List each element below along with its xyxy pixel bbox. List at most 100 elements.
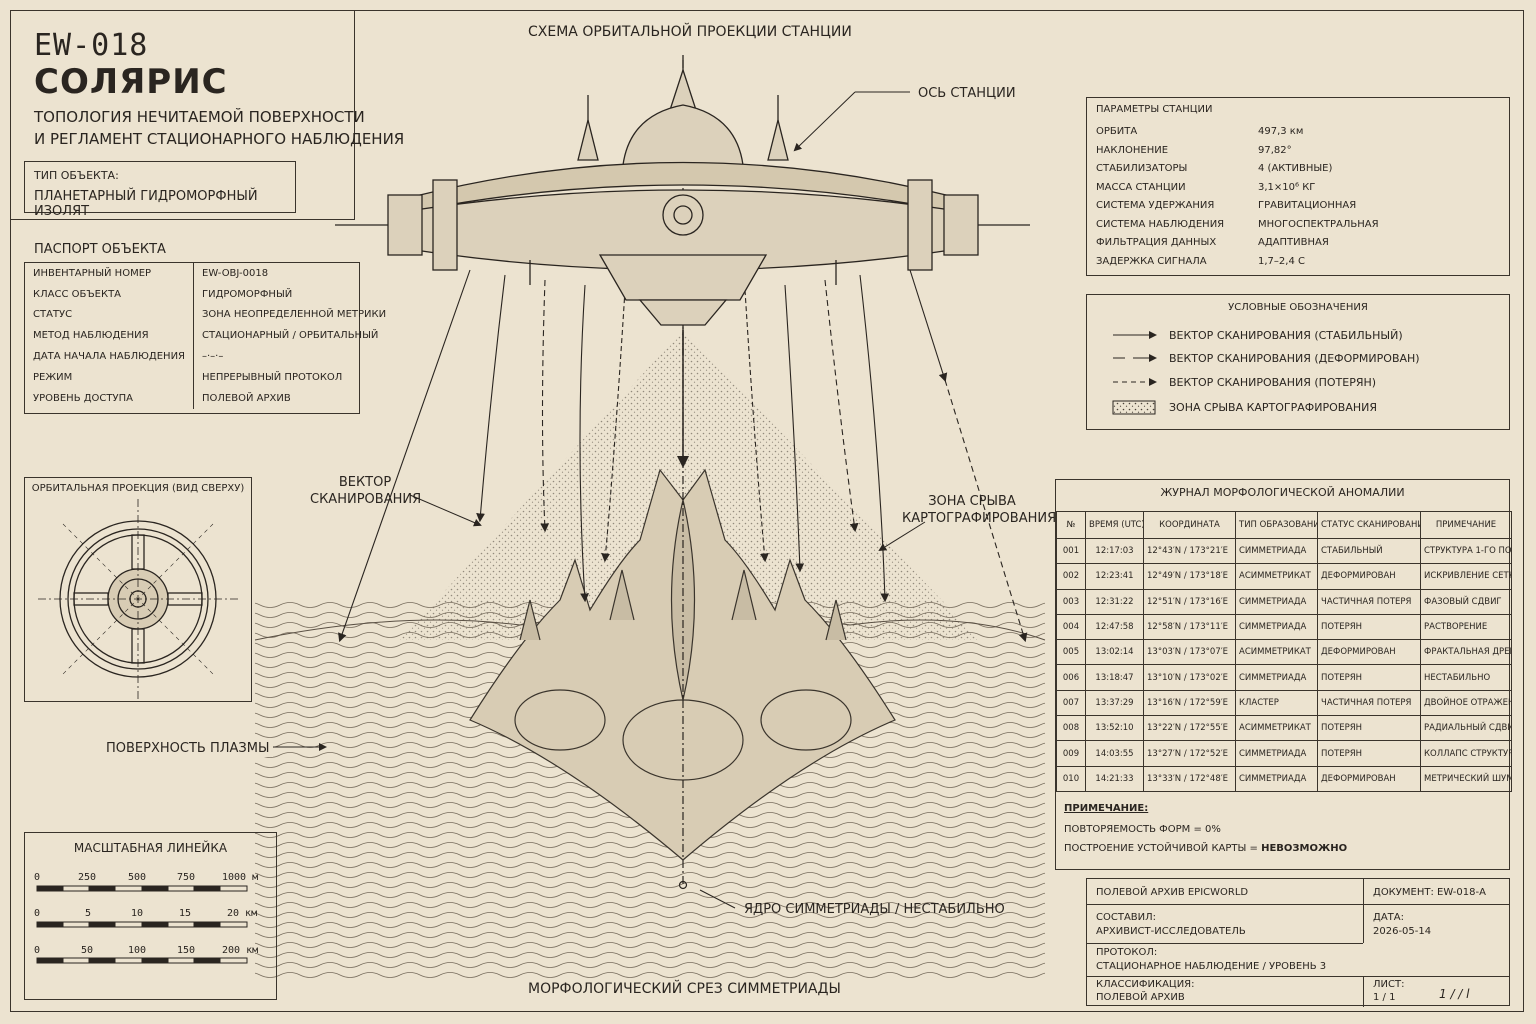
station-parameters-title: ПАРАМЕТРЫ СТАНЦИИ [1096,104,1213,115]
table-cell: 010 [1056,765,1086,792]
scale-ruler-box: МАСШТАБНАЯ ЛИНЕЙКА [24,832,277,1000]
table-cell: 12°43′N / 173°21′E [1143,537,1236,565]
diagram-bottom-title: МОРФОЛОГИЧЕСКИЙ СРЕЗ СИММЕТРИАДЫ [528,981,841,997]
table-cell: ПОТЕРЯН [1317,740,1421,767]
subtitle-line-2: И РЕГЛАМЕНТ СТАЦИОНАРНОГО НАБЛЮДЕНИЯ [34,130,405,148]
scale-tick: 5 [85,908,92,919]
table-cell: ДЕФОРМИРОВАН [1317,563,1421,590]
callout-symmetriad-core: ЯДРО СИММЕТРИАДЫ / НЕСТАБИЛЬНО [744,902,1005,917]
param-value: 97,82° [1258,144,1292,156]
table-cell: СИММЕТРИАДА [1235,765,1318,792]
stamp-sheet-value: 1 / 1 [1373,992,1396,1003]
passport-key: ДАТА НАЧАЛА НАБЛЮДЕНИЯ [25,346,194,367]
table-cell: СИММЕТРИАДА [1235,664,1318,691]
column-header: КООРДИНАТА [1143,511,1236,539]
param-key: МАССА СТАНЦИИ [1096,181,1186,193]
table-cell: 13°16′N / 172°59′E [1143,689,1236,717]
table-cell: АСИММЕТРИКАТ [1235,563,1318,590]
table-cell: 13:18:47 [1085,664,1144,691]
table-cell: СТАБИЛЬНЫЙ [1317,537,1421,565]
table-cell: 004 [1056,613,1086,641]
stamp-date-value: 2026-05-14 [1373,926,1432,937]
table-cell: 13°10′N / 173°02′E [1143,664,1236,691]
table-header-row: № ВРЕМЯ (UTC) КООРДИНАТА ТИП ОБРАЗОВАНИЯ… [1056,511,1512,539]
table-cell: СИММЕТРИАДА [1235,588,1318,615]
table-row: РЕЖИМ НЕПРЕРЫВНЫЙ ПРОТОКОЛ [25,366,394,388]
scale-tick: 1000 м [222,872,259,883]
journal-note-1: ПОВТОРЯЕМОСТЬ ФОРМ = 0% [1064,824,1221,835]
scale-tick: 20 км [227,908,258,919]
param-value: 4 (АКТИВНЫЕ) [1258,163,1333,174]
stamp-date-label: ДАТА: [1373,912,1404,923]
stamp-author-value: АРХИВИСТ-ИССЛЕДОВАТЕЛЬ [1096,926,1246,937]
passport-value: НЕПРЕРЫВНЫЙ ПРОТОКОЛ [202,371,343,383]
table-cell: 005 [1056,639,1086,666]
table-cell: АСИММЕТРИКАТ [1235,639,1318,666]
scale-tick: 750 [177,872,196,883]
scale-tick: 500 [128,872,147,883]
table-cell: 008 [1056,715,1086,742]
table-cell: СИММЕТРИАДА [1235,537,1318,565]
scale-tick: 10 [131,908,144,919]
legend-item: ВЕКТОР СКАНИРОВАНИЯ (СТАБИЛЬНЫЙ) [1169,329,1403,342]
diagram-top-title: СХЕМА ОРБИТАЛЬНОЙ ПРОЕКЦИИ СТАНЦИИ [528,24,852,40]
table-cell: 12:47:58 [1085,613,1144,641]
column-header: ПРИМЕЧАНИЕ [1420,511,1512,539]
table-cell: ДВОЙНОЕ ОТРАЖЕНИЕ [1420,689,1512,717]
table-cell: 13:52:10 [1085,715,1144,742]
object-name: СОЛЯРИС [34,62,228,102]
passport-value: ЗОНА НЕОПРЕДЕЛЕННОЙ МЕТРИКИ [202,309,387,321]
table-cell: 14:21:33 [1085,765,1144,792]
journal-note-title: ПРИМЕЧАНИЕ: [1064,803,1149,814]
object-code: EW-018 [34,28,149,63]
callout-line: СКАНИРОВАНИЯ [310,492,422,507]
table-cell: ФАЗОВЫЙ СДВИГ [1420,588,1512,615]
scale-bars [36,885,248,964]
table-cell: 12°58′N / 173°11′E [1143,613,1236,641]
legend-item: ВЕКТОР СКАНИРОВАНИЯ (ДЕФОРМИРОВАН) [1169,352,1420,365]
passport-key: СТАТУС [25,304,194,326]
legend-symbols [1112,331,1155,415]
stamp-protocol-label: ПРОТОКОЛ: [1096,947,1158,958]
table-cell: ФРАКТАЛЬНАЯ ДРЕЙФ [1420,639,1512,666]
column-header: ТИП ОБРАЗОВАНИЯ [1235,511,1318,539]
passport-title: ПАСПОРТ ОБЪЕКТА [34,242,166,257]
passport-value: ГИДРОМОРФНЫЙ [202,288,293,300]
callout-plasma-surface: ПОВЕРХНОСТЬ ПЛАЗМЫ [102,740,274,757]
scale-tick: 100 [128,945,147,956]
table-row: СТАТУС ЗОНА НЕОПРЕДЕЛЕННОЙ МЕТРИКИ [25,304,394,326]
table-cell: ИСКРИВЛЕНИЕ СЕТКИ [1420,563,1512,590]
table-cell: 12:31:22 [1085,588,1144,615]
table-cell: 12°51′N / 173°16′E [1143,588,1236,615]
passport-key: МЕТОД НАБЛЮДЕНИЯ [25,325,194,347]
table-row: ДАТА НАЧАЛА НАБЛЮДЕНИЯ –·–·– [25,346,394,367]
passport-key: РЕЖИМ [25,366,194,388]
passport-value: –·–·– [202,351,224,363]
note-value: НЕВОЗМОЖНО [1261,843,1348,854]
table-cell: ДЕФОРМИРОВАН [1317,639,1421,666]
param-key: СИСТЕМА НАБЛЮДЕНИЯ [1096,218,1225,230]
scale-ruler-title: МАСШТАБНАЯ ЛИНЕЙКА [73,841,228,855]
orbital-projection-diagram [38,499,238,699]
table-cell: 14:03:55 [1085,740,1144,767]
table-cell: 001 [1056,537,1086,565]
table-cell: 12:23:41 [1085,563,1144,590]
scale-tick: 250 [78,872,97,883]
table-cell: РАСТВОРЕНИЕ [1420,613,1512,641]
table-cell: 12°49′N / 173°18′E [1143,563,1236,590]
table-cell: СТРУКТУРА 1-ГО ПОРЯДКА [1420,537,1512,565]
legend-item: ВЕКТОР СКАНИРОВАНИЯ (ПОТЕРЯН) [1169,376,1377,389]
journal-table: № ВРЕМЯ (UTC) КООРДИНАТА ТИП ОБРАЗОВАНИЯ… [1056,511,1512,792]
table-cell: 13°03′N / 173°07′E [1143,639,1236,666]
signature: 1 / / l [1439,987,1470,1001]
table-cell: 12:17:03 [1085,537,1144,565]
